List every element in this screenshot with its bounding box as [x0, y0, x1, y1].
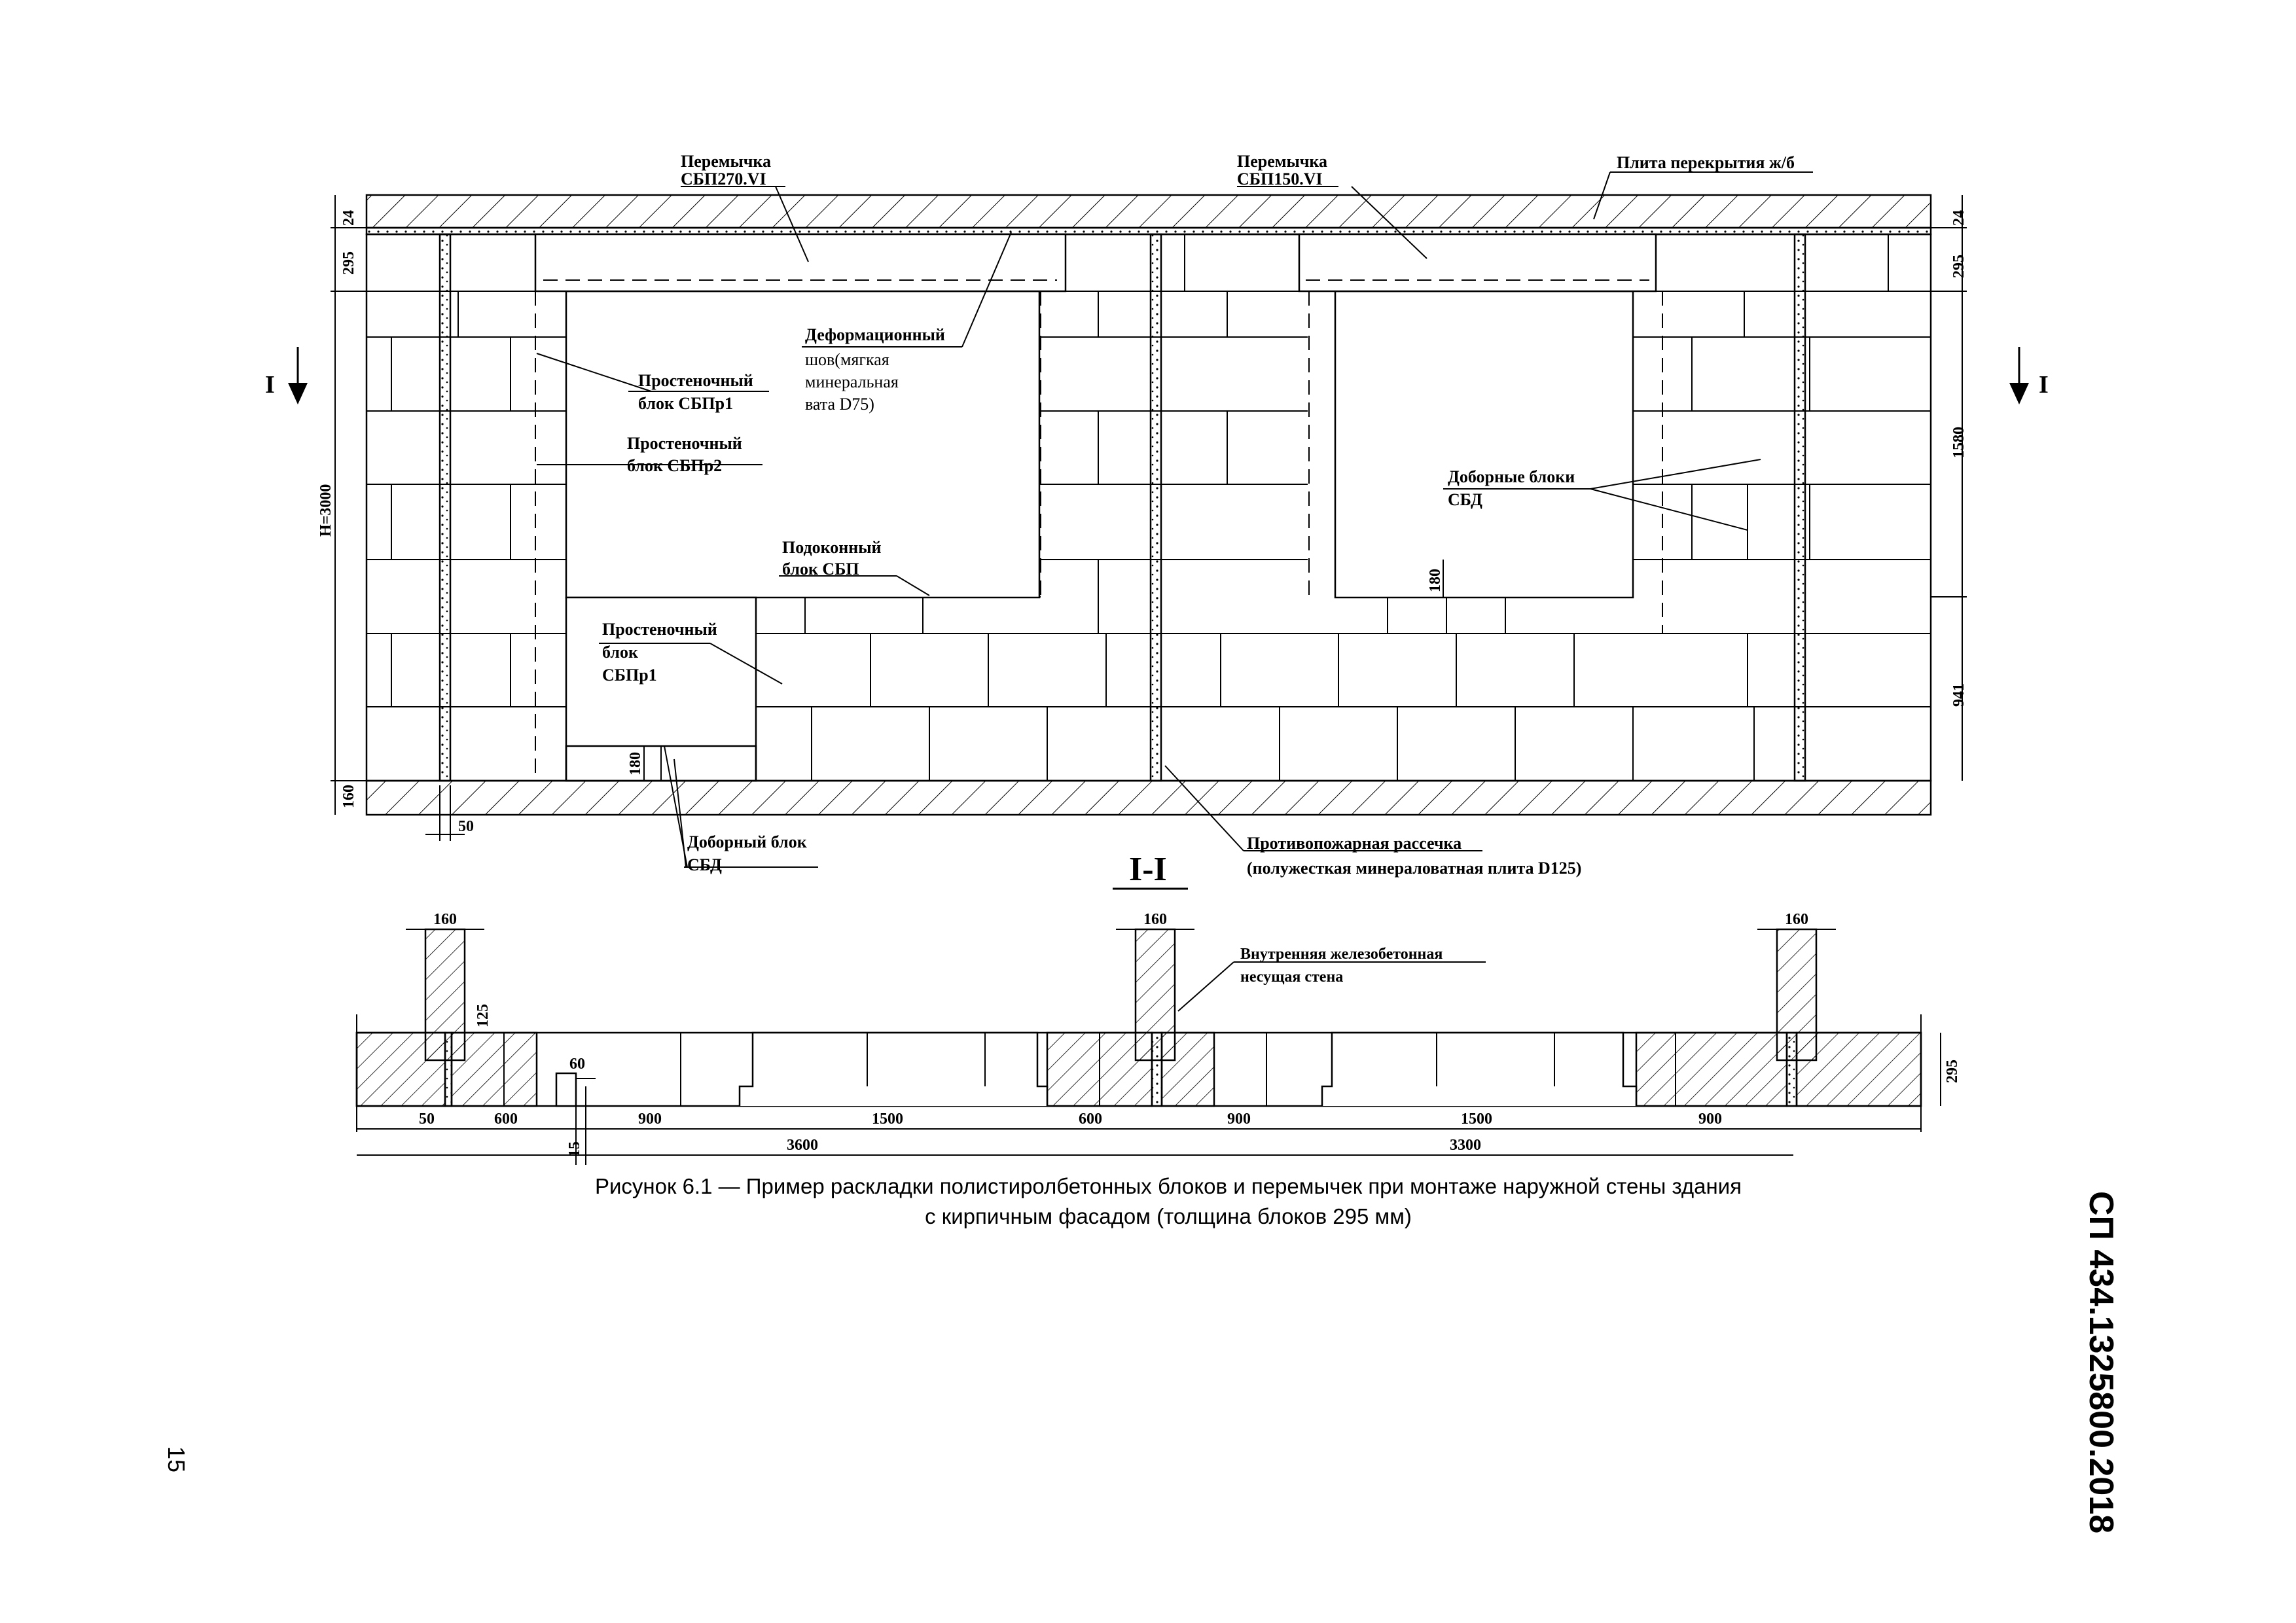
svg-text:941: 941 [1950, 683, 1967, 707]
label-extra-blocks: Доборные блоки [1448, 467, 1575, 486]
section-mark-left: I [265, 371, 275, 399]
svg-text:1500: 1500 [1461, 1111, 1492, 1128]
svg-text:блок СБПр2: блок СБПр2 [627, 456, 722, 475]
dashed-lines [535, 291, 1663, 781]
page-number: 15 [163, 1446, 190, 1473]
svg-text:600: 600 [494, 1111, 518, 1128]
label-pier-block1b: Простеночный [602, 620, 717, 639]
inner-wall-2 [1134, 928, 1176, 1061]
svg-text:3600: 3600 [787, 1137, 818, 1154]
svg-text:50: 50 [458, 818, 474, 835]
svg-text:3300: 3300 [1450, 1137, 1481, 1154]
svg-text:160: 160 [1785, 911, 1808, 928]
label-firebreak: Противопожарная рассечка [1247, 834, 1462, 853]
caption-line-2: с кирпичным фасадом (толщина блоков 295 … [925, 1204, 1412, 1228]
section-mark-right: I [2039, 371, 2049, 399]
block-joints [391, 234, 1889, 781]
svg-text:СБД: СБД [1448, 490, 1482, 509]
svg-text:СБПр1: СБПр1 [602, 666, 657, 685]
floor-slab-top [365, 194, 1932, 229]
section-view [355, 928, 1941, 1165]
svg-text:СБП270.VI: СБП270.VI [681, 169, 766, 188]
leader-lines [536, 171, 1813, 868]
svg-text:160: 160 [433, 911, 457, 928]
svg-text:295: 295 [340, 251, 357, 275]
elevation-dims: 24 295 H=3000 160 50 180 180 24 295 1580… [317, 210, 1967, 835]
label-pier-block2: Простеночный [627, 434, 742, 453]
svg-text:СБД: СБД [687, 855, 722, 874]
label-sill-block: Подоконный [782, 538, 882, 557]
firebreak-strip-2 [1149, 233, 1162, 782]
svg-text:СБП150.VI: СБП150.VI [1237, 169, 1323, 188]
label-inner-wall: Внутренняя железобетонная [1240, 946, 1443, 963]
svg-text:600: 600 [1079, 1111, 1102, 1128]
inner-wall-3 [1776, 928, 1818, 1061]
document-code: СП 434.1325800.2018 [2082, 1191, 2120, 1534]
svg-text:H=3000: H=3000 [317, 484, 334, 537]
elevation-labels: Перемычка СБП270.VI Перемычка СБП150.VI … [602, 152, 1795, 878]
svg-text:шов(мягкая: шов(мягкая [805, 350, 889, 369]
svg-text:блок: блок [602, 643, 638, 662]
svg-text:125: 125 [475, 1004, 492, 1027]
label-deform-joint: Деформационный [805, 325, 945, 344]
elevation-view [288, 171, 2029, 868]
label-lintel-right: Перемычка [1237, 152, 1327, 171]
section-labels: 160 160 160 125 60 15 295 50 600 900 150… [419, 911, 1961, 1157]
label-pier-block1: Простеночный [638, 371, 753, 390]
svg-text:160: 160 [1143, 911, 1167, 928]
svg-text:1500: 1500 [872, 1111, 903, 1128]
svg-text:(полужесткая минераловатная пл: (полужесткая минераловатная плита D125) [1247, 859, 1581, 878]
svg-text:50: 50 [419, 1111, 435, 1128]
svg-text:1580: 1580 [1950, 427, 1967, 458]
firebreak-strip-3 [1793, 233, 1806, 782]
svg-text:24: 24 [1950, 210, 1967, 226]
inner-wall-1 [424, 928, 466, 1061]
svg-text:15: 15 [566, 1141, 583, 1157]
section-title: I-I [1129, 851, 1167, 888]
svg-text:минеральная: минеральная [805, 372, 899, 391]
wall-outline [365, 233, 1932, 782]
label-slab: Плита перекрытия ж/б [1617, 153, 1795, 172]
svg-text:160: 160 [340, 785, 357, 808]
svg-text:блок СБПр1: блок СБПр1 [638, 394, 733, 413]
slab-topping-top [365, 226, 1932, 236]
svg-text:295: 295 [1944, 1060, 1961, 1083]
svg-text:блок СБП: блок СБП [782, 560, 859, 579]
svg-text:вата D75): вата D75) [805, 395, 874, 414]
figure-caption: Рисунок 6.1 — Пример раскладки полистиро… [367, 1171, 1970, 1232]
svg-text:несущая стена: несущая стена [1240, 969, 1343, 986]
svg-text:295: 295 [1950, 255, 1967, 278]
svg-text:180: 180 [627, 752, 644, 776]
dimension-lines [331, 195, 1967, 841]
lintel-right [1298, 233, 1657, 293]
svg-text:24: 24 [340, 210, 357, 226]
svg-text:900: 900 [638, 1111, 662, 1128]
caption-line-1: Рисунок 6.1 — Пример раскладки полистиро… [594, 1174, 1742, 1198]
window-opening-right [1334, 290, 1634, 599]
svg-text:180: 180 [1427, 569, 1444, 592]
svg-text:900: 900 [1227, 1111, 1251, 1128]
label-lintel-left: Перемычка [681, 152, 771, 171]
floor-slab-bottom [365, 779, 1932, 816]
firebreak-strip-1 [439, 233, 452, 782]
svg-text:60: 60 [569, 1056, 585, 1073]
svg-text:900: 900 [1698, 1111, 1722, 1128]
label-extra-block: Доборный блок [687, 832, 807, 851]
